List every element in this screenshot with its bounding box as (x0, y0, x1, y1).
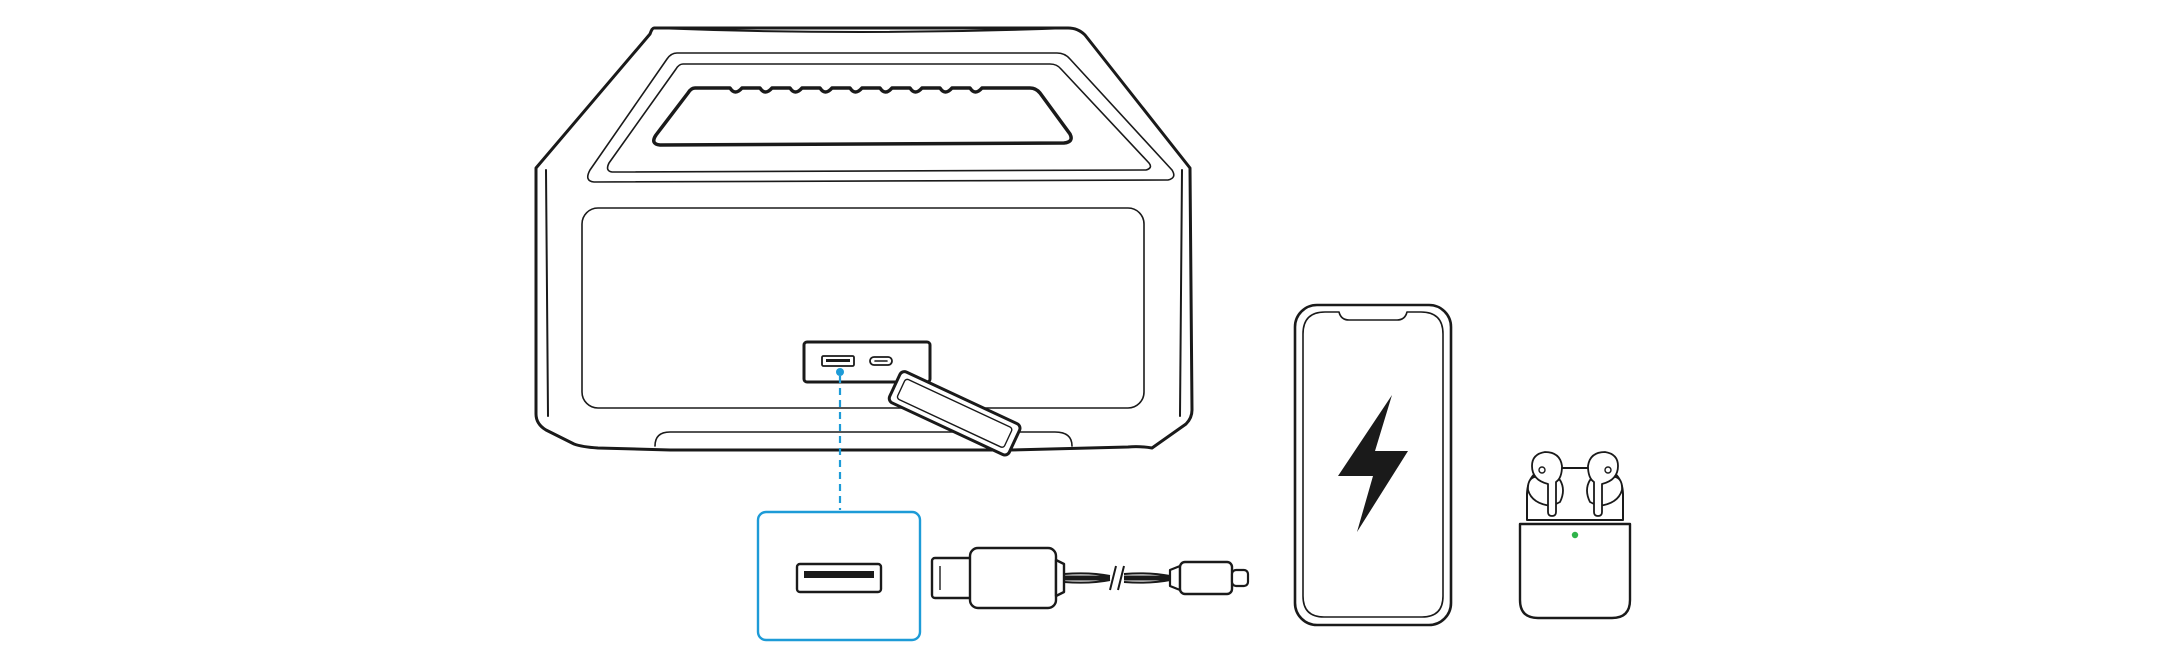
speaker-grille-panel (581, 207, 1145, 409)
speaker-top-rim (653, 27, 1069, 33)
speaker (534, 26, 1194, 457)
usb-cable (930, 546, 1250, 610)
cable-break-mark-2 (1117, 565, 1125, 591)
usb-a-plug-neck (1054, 558, 1066, 598)
lightning-bolt-icon (1338, 395, 1408, 532)
wireless-earbuds (1518, 451, 1632, 620)
usb-a-plug-shell (930, 556, 974, 600)
earbuds-led-indicator (1571, 531, 1579, 539)
smartphone (1293, 303, 1453, 627)
speaker-foot (654, 431, 1073, 447)
usb-c-plug-neck (1168, 564, 1182, 592)
cable-wire-left (1063, 572, 1111, 584)
cable-wire-right (1123, 572, 1171, 584)
speaker-right-edge (1179, 169, 1183, 417)
left-earbud (1527, 451, 1564, 517)
cable-break-mark-1 (1109, 565, 1117, 591)
speaker-left-edge (545, 169, 549, 417)
usb-c-plug-housing (1178, 560, 1234, 596)
right-earbud (1586, 451, 1623, 517)
usb-a-port-tongue (826, 359, 850, 362)
usb-a-plug-housing (968, 546, 1058, 610)
callout-usb-a-tongue (804, 571, 874, 578)
earbuds-case-base (1518, 522, 1632, 620)
handle-grip (652, 86, 1073, 147)
usb-c-plug-tip (1230, 568, 1250, 588)
port-panel (802, 340, 932, 384)
port-callout (756, 368, 922, 642)
callout-dot (836, 368, 844, 376)
port-cover-flap (887, 370, 1022, 457)
